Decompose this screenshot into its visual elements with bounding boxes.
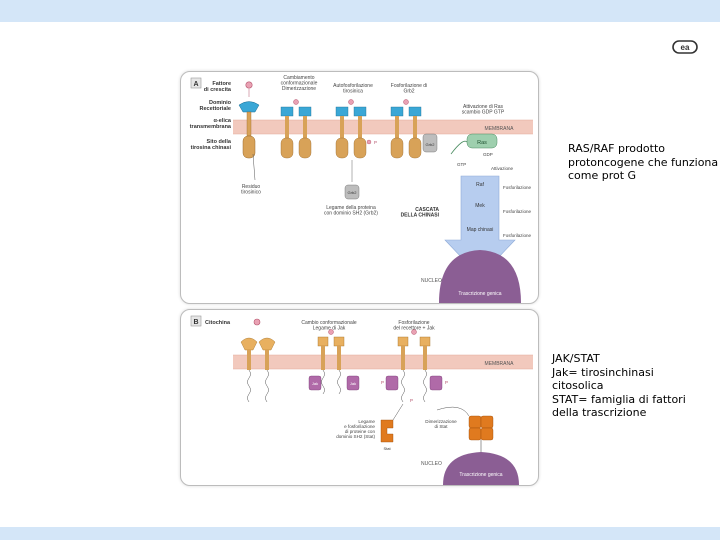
jak-kinase xyxy=(308,375,322,391)
jak-stat-note: JAK/STAT Jak= tirosinchinasi citosolica … xyxy=(552,352,686,420)
note-line: STAT= famiglia di fattori xyxy=(552,392,686,406)
publisher-logo-icon: ea xyxy=(672,40,698,59)
note-line: RAS/RAF prodotto xyxy=(568,142,666,155)
top-band xyxy=(0,0,720,22)
svg-text:Jak: Jak xyxy=(350,381,356,386)
receptor-domain xyxy=(238,101,260,113)
stat-dimer xyxy=(468,415,482,429)
svg-text:Jak: Jak xyxy=(312,381,318,386)
svg-text:Grb2: Grb2 xyxy=(348,190,358,195)
svg-text:Citochina: Citochina xyxy=(205,320,231,326)
bottom-band xyxy=(0,527,720,540)
note-line: citosolica xyxy=(552,379,604,392)
stat-protein xyxy=(380,419,394,443)
nucleus xyxy=(439,250,521,303)
dimer-receptor xyxy=(280,99,312,159)
phosphorylated-receptor: P P P xyxy=(381,329,448,403)
svg-text:GDP: GDP xyxy=(483,152,493,157)
svg-text:Attivazione: Attivazione xyxy=(491,166,514,171)
jak-bound-receptor xyxy=(317,329,345,395)
nucleus xyxy=(443,452,519,485)
membrane-band xyxy=(233,120,533,134)
note-line: protoncogene che funziona xyxy=(568,155,719,169)
svg-text:Stat: Stat xyxy=(383,446,391,451)
svg-text:Ras: Ras xyxy=(477,140,487,146)
grb2-receptor: Grb2 xyxy=(390,99,438,159)
svg-text:P: P xyxy=(445,380,448,385)
panel-letter: A xyxy=(193,81,198,88)
svg-text:Mek: Mek xyxy=(475,203,485,209)
svg-text:Trascrizione genica: Trascrizione genica xyxy=(458,291,501,297)
svg-text:Grb2: Grb2 xyxy=(426,142,436,147)
svg-text:MEMBRANA: MEMBRANA xyxy=(485,126,515,132)
svg-text:B: B xyxy=(193,319,198,326)
ras-protein xyxy=(466,133,498,149)
svg-text:P: P xyxy=(410,398,413,403)
svg-text:Fosforilazione: Fosforilazione xyxy=(503,209,532,214)
svg-text:P: P xyxy=(381,380,384,385)
jak-kinase xyxy=(346,375,360,391)
cytokine-icon xyxy=(253,318,261,326)
note-line: della trascrizione xyxy=(552,406,647,419)
grb2-protein xyxy=(344,184,360,200)
svg-text:Fosforilazione: Fosforilazione xyxy=(503,185,532,190)
ras-raf-note: RAS/RAF prodotto protoncogene che funzio… xyxy=(568,142,718,183)
phosphate-icon xyxy=(366,139,372,145)
svg-text:ea: ea xyxy=(681,43,690,52)
svg-text:MEMBRANA: MEMBRANA xyxy=(485,361,515,367)
svg-text:P: P xyxy=(374,140,377,145)
membrane-band xyxy=(233,355,533,369)
growth-factor-icon xyxy=(245,81,253,89)
tyrosine-kinase-domain xyxy=(242,135,256,159)
svg-text:Trascrizione genica: Trascrizione genica xyxy=(459,472,502,478)
autophosphorylated-receptor: P xyxy=(335,99,377,159)
svg-text:Raf: Raf xyxy=(476,182,484,188)
cytokine-receptor xyxy=(240,337,276,403)
svg-text:Map chinasi: Map chinasi xyxy=(467,227,494,233)
svg-text:NUCLEO: NUCLEO xyxy=(421,278,442,284)
svg-text:NUCLEO: NUCLEO xyxy=(421,461,442,467)
note-line: come prot G xyxy=(568,169,637,182)
svg-text:Fosforilazione: Fosforilazione xyxy=(503,233,532,238)
note-line: Jak= tirosinchinasi xyxy=(552,365,654,379)
svg-text:GTP: GTP xyxy=(457,162,466,167)
note-line: JAK/STAT xyxy=(552,352,600,365)
